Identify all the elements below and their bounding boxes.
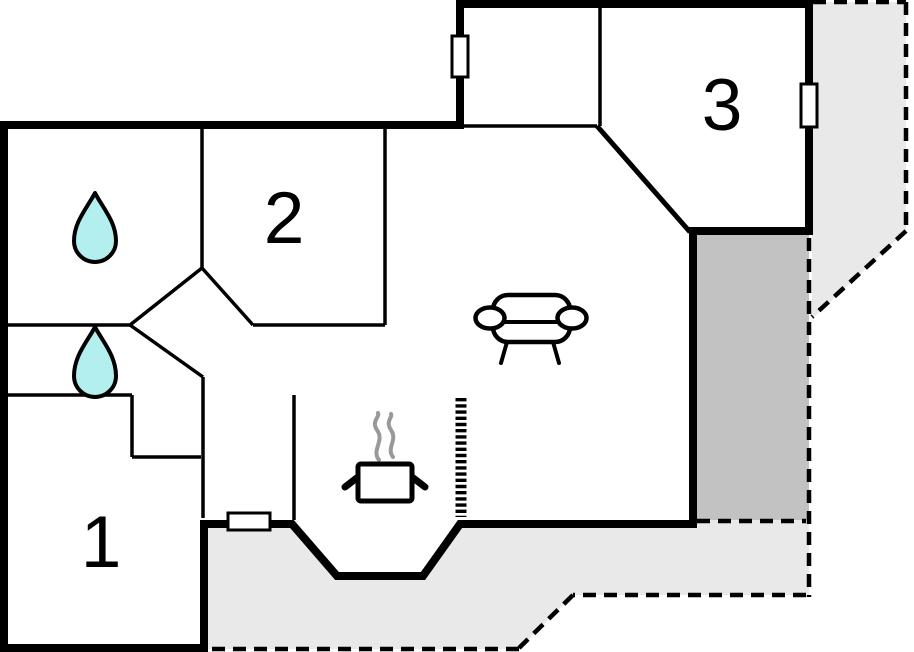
room-label-2: 2 — [264, 178, 305, 259]
bathroom-icons — [72, 191, 118, 399]
terraces — [206, 2, 906, 649]
water-drop-icon-1 — [72, 191, 118, 264]
steam-icon-right — [386, 412, 396, 459]
wall-hall-diagonal — [128, 323, 205, 379]
terrace-bottom — [206, 520, 809, 649]
entrance-door-icon — [226, 511, 272, 532]
sofa-armrest-right — [555, 305, 589, 331]
sofa-icon — [473, 292, 589, 365]
window-icon-right — [799, 82, 819, 129]
water-drop-icon-2 — [72, 325, 118, 399]
room-label-3: 3 — [702, 65, 743, 146]
sofa-leg-right — [551, 340, 561, 365]
room-labels: 1 2 3 — [81, 65, 743, 583]
openings — [226, 34, 819, 532]
window-icon-top — [450, 34, 470, 79]
interior-walls — [2, 8, 692, 520]
sofa-leg-left — [499, 340, 509, 365]
house-outline — [0, 0, 813, 652]
pot-body — [355, 461, 415, 504]
cooking-pot-icon — [341, 411, 429, 504]
room-label-1: 1 — [81, 502, 122, 583]
terrace-dashed-outline — [208, 0, 909, 652]
wall-room2-diagonal — [200, 266, 255, 327]
terrace-covered — [693, 233, 809, 520]
dashed-edge-bottom-diagonal — [517, 593, 575, 650]
sofa-armrest-left — [473, 305, 507, 331]
steam-icon-left — [372, 411, 382, 462]
terrace-right — [812, 2, 906, 319]
wall-bath1-diagonal — [128, 266, 204, 327]
wall-room3-diagonal — [595, 124, 692, 234]
dashed-edge-diagonal — [810, 229, 908, 319]
